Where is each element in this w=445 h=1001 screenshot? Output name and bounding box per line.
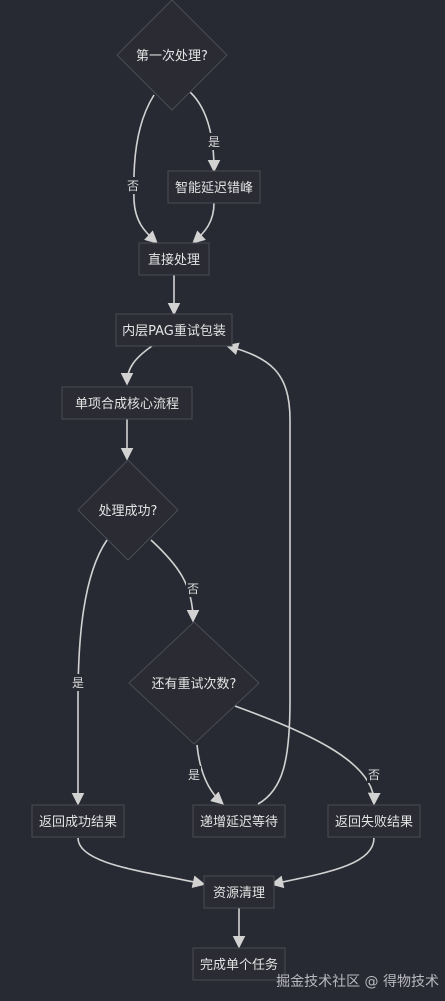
node-cleanup-label: 资源清理 [213,886,265,901]
node-single-flow-label: 单项合成核心流程 [75,397,179,412]
edge-label-retry-no: 否 [367,766,381,783]
edge-label-text: 是 [188,768,200,782]
edge-label-text: 是 [72,676,84,690]
node-return-success[interactable]: 返回成功结果 [31,804,125,838]
edge-success-to-cleanup [77,837,206,888]
node-complete-task[interactable]: 完成单个任务 [192,947,286,981]
node-incr-delay-label: 递增延迟等待 [200,814,278,830]
node-inner-retry[interactable]: 内层PAG重试包装 [115,313,233,347]
edge-first-to-smart [189,91,221,173]
node-direct-process[interactable]: 直接处理 [138,242,210,276]
decision-process-success-label: 处理成功? [99,504,158,519]
edge-label-text: 否 [187,582,199,596]
node-return-fail[interactable]: 返回失败结果 [327,804,421,838]
edge-success-to-return [71,539,108,806]
edge-label-first-yes: 是 [207,133,221,150]
node-smart-delay-label: 智能延迟错峰 [175,181,253,196]
decision-first-process[interactable]: 第一次处理? [116,0,228,111]
node-cleanup[interactable]: 资源清理 [203,875,275,909]
edge-inner-to-single [120,345,153,386]
watermark: 掘金技术社区 @ 得物技术 [276,974,439,990]
decision-first-process-label: 第一次处理? [136,48,208,64]
node-return-success-label: 返回成功结果 [39,815,117,830]
edge-first-to-direct [133,94,158,244]
node-single-flow[interactable]: 单项合成核心流程 [61,386,193,420]
edge-label-text: 否 [368,768,380,782]
edge-label-success-no: 否 [186,580,200,597]
edge-retry-to-delay [196,744,224,805]
edge-success-to-retry [150,539,200,623]
node-return-fail-label: 返回失败结果 [335,815,413,830]
edge-delay-to-inner [225,342,291,805]
decision-retry-left-label: 还有重试次数? [152,676,237,692]
edge-fail-to-cleanup [270,837,375,889]
edge-label-first-no: 否 [126,177,140,194]
edge-retry-to-fail [234,705,381,806]
node-direct-process-label: 直接处理 [148,252,200,268]
decision-retry-left[interactable]: 还有重试次数? [128,621,260,745]
decision-process-success[interactable]: 处理成功? [77,459,179,561]
node-complete-task-label: 完成单个任务 [200,957,278,973]
node-incr-delay[interactable]: 递增延迟等待 [192,804,286,838]
edge-label-success-yes: 是 [71,674,85,691]
edge-label-text: 是 [208,135,220,149]
node-inner-retry-label: 内层PAG重试包装 [122,323,226,339]
node-smart-delay[interactable]: 智能延迟错峰 [167,170,261,204]
edge-label-retry-yes: 是 [187,766,201,783]
edge-smart-to-direct [192,202,215,244]
edge-label-text: 否 [127,179,139,193]
